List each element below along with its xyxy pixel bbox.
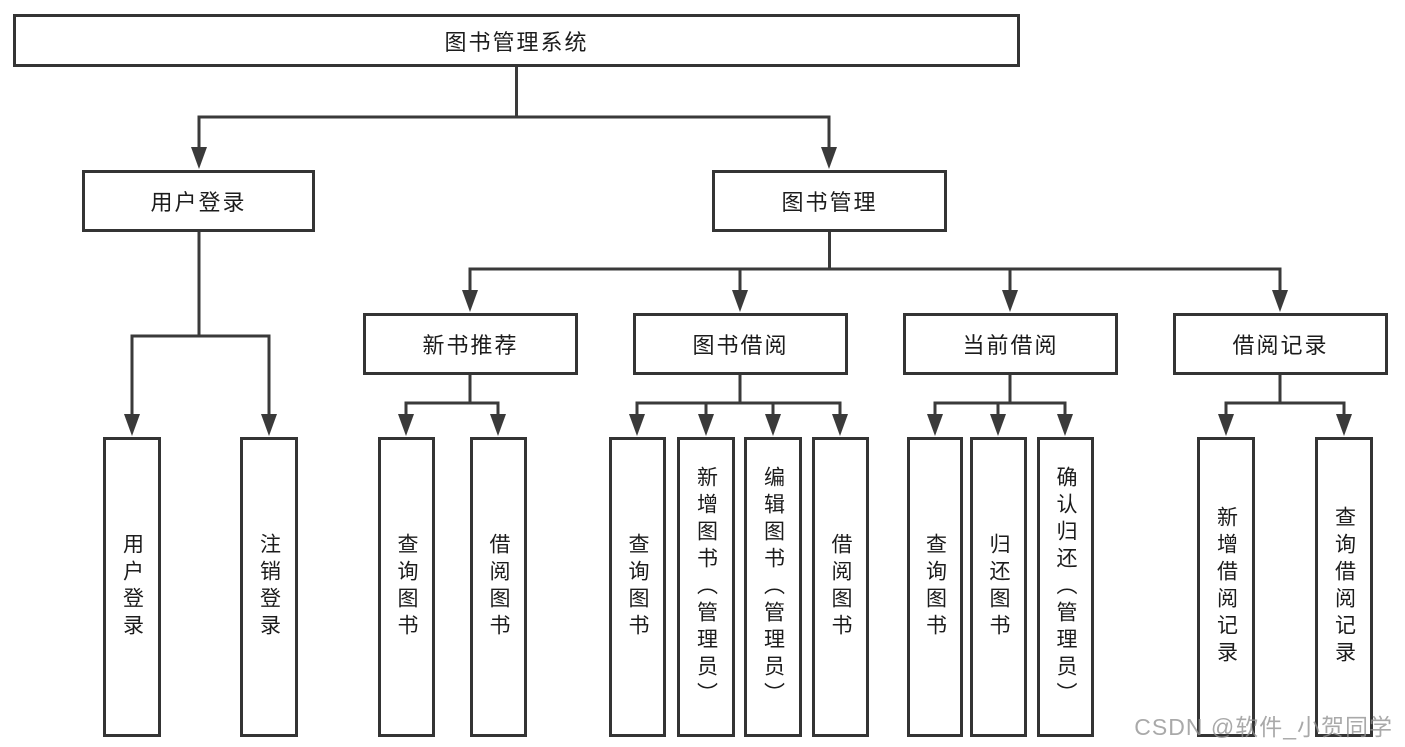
node-book-borrow: 图书借阅 (633, 313, 848, 375)
connector-current-to-leaves (933, 375, 1067, 421)
connector-borrow-to-leaves (635, 375, 842, 421)
leaf-label: 借阅图书 (487, 533, 510, 641)
arrowhead (832, 414, 848, 436)
leaf-borrow-book-newrec: 借阅图书 (470, 437, 527, 737)
leaf-query-book-newrec: 查询图书 (378, 437, 435, 737)
leaf-label: 查询借阅记录 (1332, 506, 1356, 668)
leaf-label: 确认归还（管理员） (1054, 465, 1077, 709)
connector-userlogin-to-leaves (130, 232, 271, 420)
leaf-query-book-borrow: 查询图书 (609, 437, 666, 737)
arrowhead (732, 290, 748, 312)
arrowhead (765, 414, 781, 436)
leaf-logout: 注销登录 (240, 437, 298, 737)
node-current-borrow: 当前借阅 (903, 313, 1118, 375)
arrowhead (462, 290, 478, 312)
node-new-book-recommend: 新书推荐 (363, 313, 578, 375)
node-user-login: 用户登录 (82, 170, 315, 232)
arrowhead (124, 414, 140, 436)
node-label: 图书管理 (781, 190, 878, 215)
leaf-label: 借阅图书 (829, 533, 852, 641)
connector-records-to-leaves (1224, 375, 1346, 421)
arrowhead (398, 414, 414, 436)
arrowhead (490, 414, 506, 436)
node-borrow-records: 借阅记录 (1173, 313, 1388, 375)
leaf-label: 查询图书 (395, 533, 418, 641)
leaf-confirm-return-admin: 确认归还（管理员） (1037, 437, 1094, 737)
node-label: 图书管理系统 (444, 29, 589, 55)
leaf-label: 归还图书 (987, 533, 1010, 641)
arrowhead (261, 414, 277, 436)
arrowhead (1002, 290, 1018, 312)
leaf-query-borrow-record: 查询借阅记录 (1315, 437, 1373, 737)
leaf-add-borrow-record: 新增借阅记录 (1197, 437, 1255, 737)
arrowhead (1218, 414, 1234, 436)
node-label: 图书借阅 (692, 333, 789, 358)
arrowhead (629, 414, 645, 436)
arrowhead (927, 414, 943, 436)
arrowhead (1272, 290, 1288, 312)
node-label: 用户登录 (150, 190, 247, 215)
arrowhead (698, 414, 714, 436)
arrowheads (124, 147, 1352, 436)
leaf-label: 注销登录 (257, 533, 281, 641)
arrowhead (821, 147, 837, 169)
leaf-label: 编辑图书（管理员） (761, 465, 785, 709)
connector-root-to-level2 (197, 67, 831, 152)
node-label: 当前借阅 (962, 333, 1059, 358)
node-label: 新书推荐 (422, 333, 519, 358)
leaf-edit-book-admin: 编辑图书（管理员） (744, 437, 802, 737)
connector-bookmgmt-to-level3 (468, 232, 1282, 296)
csdn-watermark: CSDN @软件_小贺同学 (1134, 714, 1393, 740)
leaf-query-book-current: 查询图书 (907, 437, 963, 737)
leaf-label: 查询图书 (626, 533, 649, 641)
arrowhead (1336, 414, 1352, 436)
leaf-borrow-book: 借阅图书 (812, 437, 869, 737)
leaf-label: 新增图书（管理员） (694, 465, 718, 709)
node-book-management: 图书管理 (712, 170, 947, 232)
leaf-label: 用户登录 (120, 533, 144, 641)
arrowhead (1057, 414, 1073, 436)
node-root-system: 图书管理系统 (13, 14, 1020, 67)
leaf-label: 查询图书 (923, 533, 947, 641)
connector-newbook-to-leaves (404, 375, 500, 421)
leaf-add-book-admin: 新增图书（管理员） (677, 437, 735, 737)
leaf-return-book: 归还图书 (970, 437, 1027, 737)
arrowhead (990, 414, 1006, 436)
node-label: 借阅记录 (1232, 333, 1329, 358)
arrowhead (191, 147, 207, 169)
leaf-label: 新增借阅记录 (1214, 506, 1238, 668)
leaf-user-login: 用户登录 (103, 437, 161, 737)
